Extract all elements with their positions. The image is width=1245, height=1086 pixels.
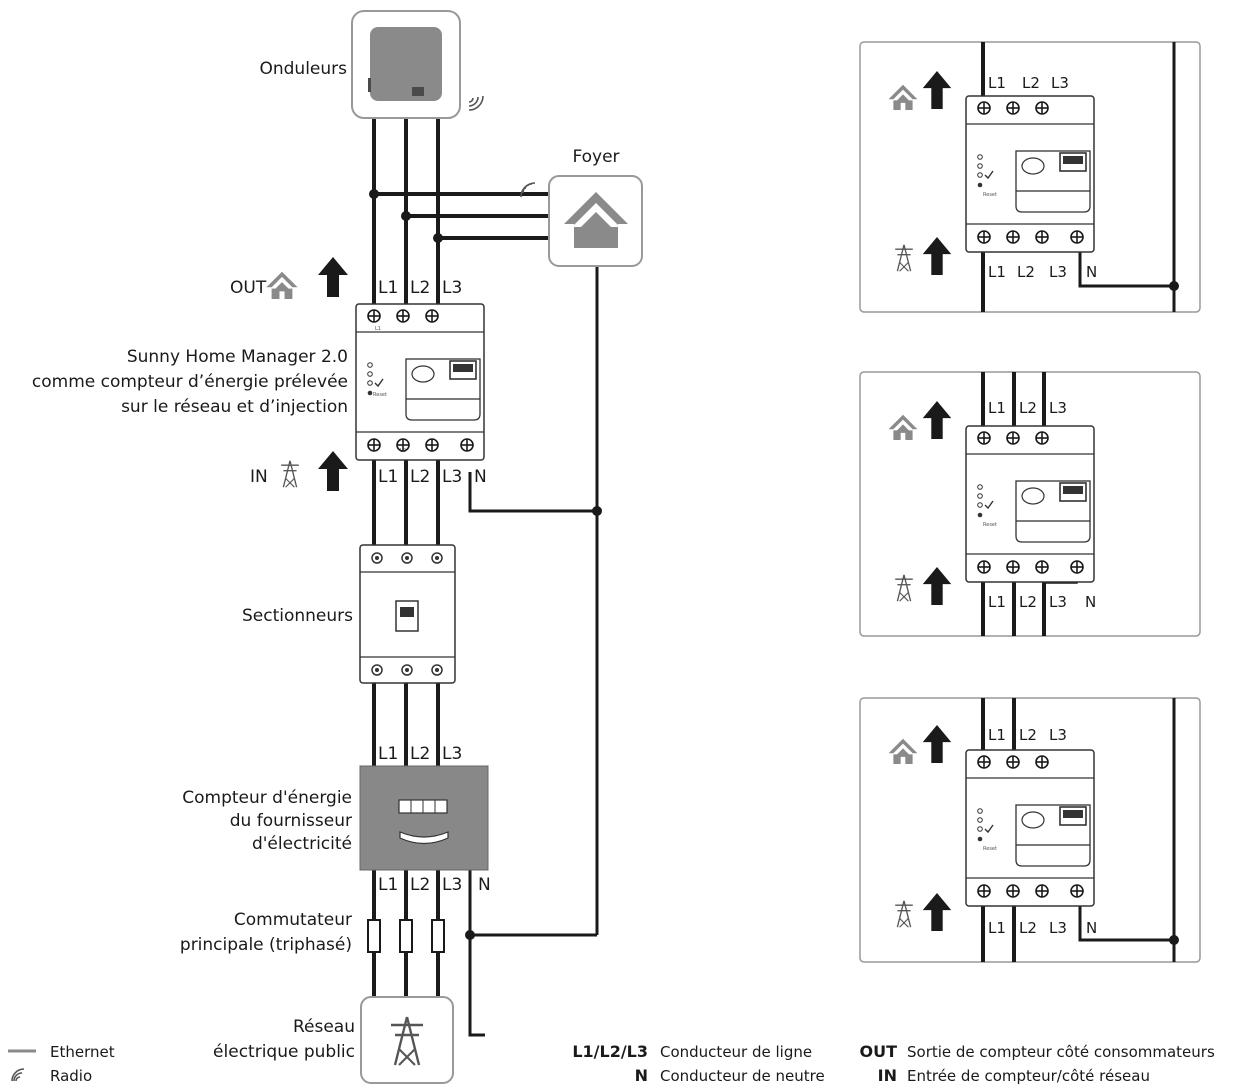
fuse-icon	[367, 919, 445, 953]
switch-label-line1: Commutateur	[234, 910, 352, 930]
household-label: Foyer	[572, 147, 619, 167]
phase-label-l1: L1	[988, 74, 1006, 92]
phase-label-l3: L3	[442, 278, 462, 298]
phase-label-n: N	[478, 875, 491, 895]
reset-label: Reset	[373, 392, 387, 398]
variant-panel-3: L1 L2 L3 L1 L2 L3 N Reset	[859, 697, 1201, 963]
phase-label-n: N	[1086, 919, 1097, 937]
phase-label-l3: L3	[1051, 74, 1069, 92]
pylon-icon	[280, 460, 300, 488]
phase-label-l3: L3	[442, 875, 462, 895]
legend-key-neutral: N	[635, 1066, 648, 1085]
shm-label-line2: comme compteur d’énergie prélevée	[32, 372, 348, 392]
shm-label-line1: Sunny Home Manager 2.0	[127, 347, 348, 367]
arrow-up-icon	[318, 257, 348, 297]
legend-radio: Radio	[50, 1067, 92, 1085]
legend-desc-lines: Conducteur de ligne	[660, 1043, 812, 1061]
phase-label-l3: L3	[442, 467, 462, 487]
terminal-tag: L1	[375, 326, 381, 332]
phase-label-n: N	[474, 467, 487, 487]
phase-label-l3: L3	[1049, 919, 1067, 937]
legend-key-lines: L1/L2/L3	[572, 1042, 648, 1061]
phase-label-l1: L1	[988, 593, 1006, 611]
grid-label-line1: Réseau	[293, 1017, 355, 1037]
phase-label-l2: L2	[1019, 399, 1037, 417]
legend-desc-in: Entrée de compteur/côté réseau	[907, 1067, 1150, 1085]
shm-label-line3: sur le réseau et d’injection	[121, 397, 348, 417]
phase-label-l1: L1	[988, 919, 1006, 937]
reset-label: Reset	[983, 846, 997, 852]
phase-label-l2: L2	[1017, 263, 1035, 281]
phase-label-l2: L2	[1019, 919, 1037, 937]
legend-desc-out: Sortie de compteur côté consommateurs	[907, 1043, 1215, 1061]
phase-label-l2: L2	[410, 744, 430, 764]
inverters-label: Onduleurs	[259, 59, 347, 79]
meter-label-line2: du fournisseur	[230, 811, 352, 831]
phase-label-n: N	[1085, 593, 1096, 611]
phase-label-l3: L3	[1049, 263, 1067, 281]
reset-label: Reset	[983, 192, 997, 198]
phase-label-l1: L1	[378, 875, 398, 895]
phase-label-l2: L2	[1022, 74, 1040, 92]
switch-label-line2: principale (triphasé)	[180, 935, 352, 955]
legend-key-in: IN	[878, 1066, 897, 1085]
grid-label-line2: électrique public	[213, 1042, 355, 1062]
grid-frame	[360, 996, 454, 1084]
phase-label-l3: L3	[442, 744, 462, 764]
legend-key-out: OUT	[859, 1042, 897, 1061]
phase-label-l2: L2	[1019, 726, 1037, 744]
radio-waves-icon	[468, 95, 484, 111]
inverter-icon	[368, 27, 442, 101]
phase-label-l3: L3	[1049, 593, 1067, 611]
phase-label-l1: L1	[988, 726, 1006, 744]
phase-label-l1: L1	[988, 399, 1006, 417]
variant-panel-2: L1 L2 L3 L1 L2 L3 N Reset	[859, 371, 1201, 637]
phase-label-l2: L2	[410, 875, 430, 895]
disconnector-device	[359, 544, 456, 684]
in-label: IN	[250, 467, 268, 487]
terminal-tag: L2	[400, 448, 406, 454]
meter-label-line1: Compteur d'énergie	[182, 788, 352, 808]
supplier-meter-device	[359, 765, 489, 871]
phase-label-n: N	[1086, 263, 1097, 281]
meter-label-line3: d'électricité	[252, 834, 352, 854]
phase-label-l1: L1	[378, 467, 398, 487]
phase-label-l3: L3	[1049, 726, 1067, 744]
phase-label-l2: L2	[410, 467, 430, 487]
phase-label-l1: L1	[378, 744, 398, 764]
house-icon	[564, 192, 628, 248]
radio-waves-icon	[520, 182, 536, 198]
arrow-up-icon	[318, 451, 348, 491]
radio-waves-icon	[11, 1068, 25, 1082]
reset-label: Reset	[983, 522, 997, 528]
variant-panel-1: L1 L2 L3 L1 L2 L3 N Reset	[859, 41, 1201, 313]
phase-label-l2: L2	[1019, 593, 1037, 611]
phase-label-l1: L1	[988, 263, 1006, 281]
house-icon	[266, 271, 298, 299]
disconnectors-label: Sectionneurs	[242, 606, 353, 626]
phase-label-l3: L3	[1049, 399, 1067, 417]
out-label: OUT	[230, 278, 267, 298]
legend-desc-neutral: Conducteur de neutre	[660, 1067, 825, 1085]
legend-ethernet: Ethernet	[50, 1043, 115, 1061]
phase-label-l2: L2	[410, 278, 430, 298]
phase-label-l1: L1	[378, 278, 398, 298]
